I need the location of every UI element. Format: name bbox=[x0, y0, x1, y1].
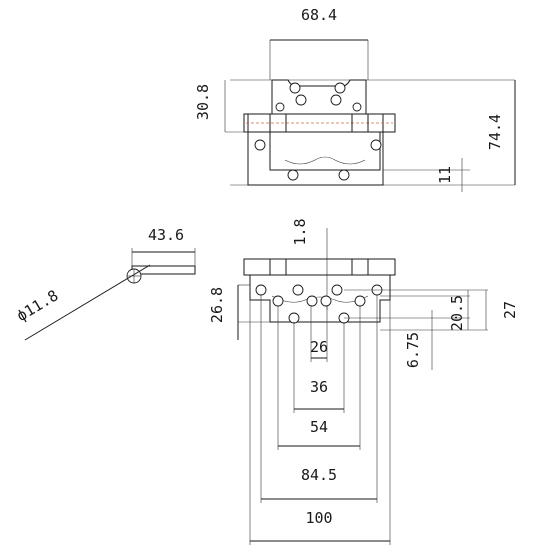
mounting-hole bbox=[331, 284, 343, 296]
mounting-hole bbox=[289, 82, 301, 94]
mounting-hole bbox=[338, 169, 350, 181]
mounting-hole bbox=[254, 139, 266, 151]
mounting-hole bbox=[330, 94, 342, 106]
dim-spacing-36: 36 bbox=[310, 378, 328, 396]
dim-pin-length: 43.6 bbox=[148, 226, 184, 244]
mounting-hole bbox=[320, 295, 332, 307]
mounting-hole bbox=[292, 284, 304, 296]
dim-pin-diameter: ϕ11.8 bbox=[13, 286, 61, 325]
mounting-hole bbox=[370, 139, 382, 151]
dim-front-offset: 6.75 bbox=[404, 332, 422, 368]
hinge-upper-leaf bbox=[271, 79, 367, 114]
mounting-hole bbox=[272, 295, 284, 307]
top-view: 68.4 30.8 74.4 11 bbox=[194, 6, 516, 192]
dim-height-a: 20.5 bbox=[448, 295, 466, 331]
hinge-leaf-body bbox=[247, 113, 384, 186]
dim-spacing-26: 26 bbox=[310, 338, 328, 356]
dim-height-b: 27 bbox=[501, 301, 519, 319]
dim-spacing-54: 54 bbox=[310, 418, 328, 436]
mounting-hole bbox=[287, 169, 299, 181]
dim-spacing-100: 100 bbox=[305, 509, 332, 527]
mounting-hole bbox=[275, 102, 285, 112]
pin-detail: 43.6 ϕ11.8 bbox=[13, 226, 196, 341]
mounting-hole bbox=[288, 312, 300, 324]
front-leaf bbox=[249, 275, 391, 323]
dim-top-width: 68.4 bbox=[301, 6, 337, 24]
dim-spacing-84: 84.5 bbox=[301, 466, 337, 484]
front-barrel bbox=[243, 258, 396, 276]
mounting-hole bbox=[295, 94, 307, 106]
dim-total-height: 74.4 bbox=[486, 114, 504, 150]
dim-gap: 1.8 bbox=[291, 218, 309, 245]
hinge-barrel bbox=[243, 113, 396, 133]
mounting-hole bbox=[352, 102, 362, 112]
dim-leaf-height: 30.8 bbox=[194, 84, 212, 120]
dim-hole-row-height: 26.8 bbox=[208, 287, 226, 323]
mounting-hole bbox=[306, 295, 318, 307]
hinge-lower-leaf bbox=[269, 132, 381, 171]
mounting-hole bbox=[334, 82, 346, 94]
dim-top-offset: 11 bbox=[436, 166, 454, 184]
front-view: 1.8 26.8 20.5 27 6.7 bbox=[208, 218, 519, 545]
diameter-leader bbox=[24, 264, 151, 341]
mounting-hole bbox=[354, 295, 366, 307]
mounting-hole bbox=[255, 284, 267, 296]
